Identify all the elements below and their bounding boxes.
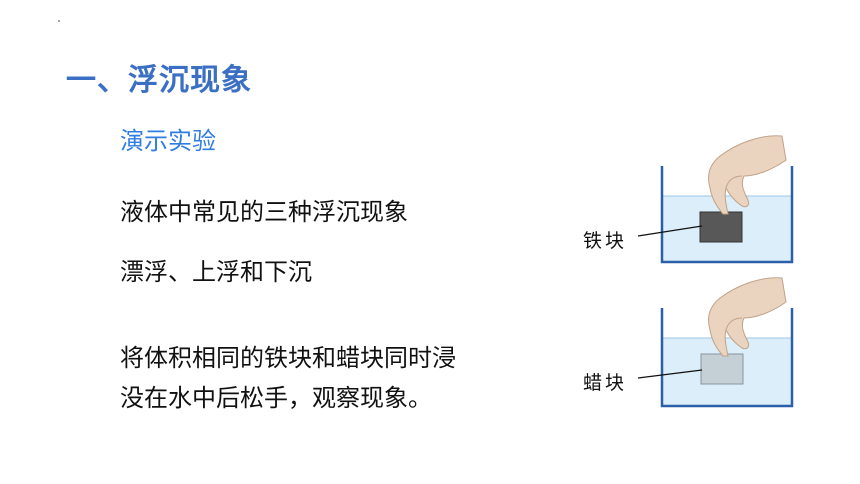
beaker <box>660 308 794 408</box>
iron-label: 铁块 <box>583 230 628 252</box>
iron-pointer-line <box>637 225 703 237</box>
wax-block <box>700 353 744 385</box>
beaker-iron-illustration <box>560 130 820 270</box>
text-line-1: 液体中常见的三种浮沉现象 <box>120 198 408 226</box>
text-line-4: 没在水中后松手，观察现象。 <box>120 384 432 412</box>
wax-pointer-line <box>637 369 703 379</box>
beaker-wax-svg <box>637 277 794 408</box>
wax-label: 蜡块 <box>583 372 628 394</box>
subheading: 演示实验 <box>120 127 216 155</box>
text-line-3: 将体积相同的铁块和蜡块同时浸 <box>120 344 456 372</box>
text-line-2: 漂浮、上浮和下沉 <box>120 258 312 286</box>
beaker-wax-illustration <box>560 274 820 414</box>
hand <box>707 277 787 357</box>
beaker <box>660 166 794 264</box>
section-heading: 一、浮沉现象 <box>66 63 252 98</box>
hand <box>707 135 787 215</box>
corner-mark <box>58 20 60 22</box>
iron-block <box>699 211 743 243</box>
beaker-iron-svg <box>637 135 794 264</box>
